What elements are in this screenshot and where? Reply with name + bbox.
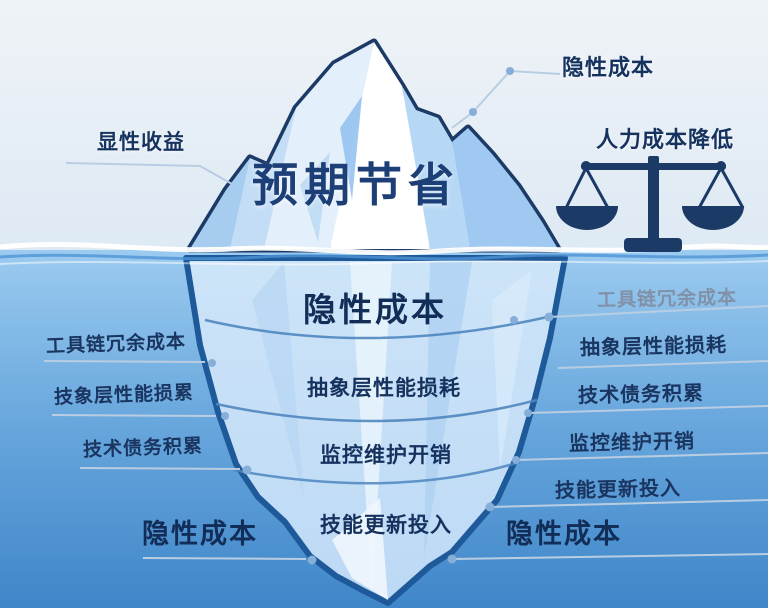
iceberg-above-water: [186, 38, 562, 253]
right-label-tech-debt: 技术债务积累: [577, 380, 705, 408]
explicit-benefit-label: 显性收益: [97, 130, 185, 154]
connector-dots: [208, 67, 554, 565]
waterline: [0, 242, 768, 266]
iceberg-title: 预期节省: [252, 158, 460, 212]
berg-label-monitoring-cost: 监控维护开销: [320, 443, 452, 467]
bottom-right-hidden-cost-title: 隐性成本: [506, 519, 622, 550]
labor-cost-label: 人力成本降低: [596, 128, 735, 153]
hidden-cost-section-title: 隐性成本: [303, 290, 447, 329]
iceberg-below-water: [183, 255, 568, 606]
balance-scale-icon: [556, 156, 745, 252]
connector-lines: [43, 69, 768, 560]
berg-label-abstraction-loss: 抽象层性能损耗: [307, 376, 461, 400]
right-label-abstraction-loss: 抽象层性能损耗: [579, 332, 728, 360]
right-label-toolchain-cost: 工具链冗余成本: [596, 286, 738, 312]
left-label-tech-debt: 技术债务积累: [82, 434, 204, 462]
right-label-skill-investment: 技能更新投入: [554, 475, 682, 503]
berg-label-skill-investment: 技能更新投入: [320, 513, 452, 537]
hidden-cost-callout: 隐性成本: [562, 56, 655, 81]
right-label-monitoring-cost: 监控维护开销: [568, 428, 696, 456]
bottom-left-hidden-cost-title: 隐性成本: [142, 519, 258, 550]
